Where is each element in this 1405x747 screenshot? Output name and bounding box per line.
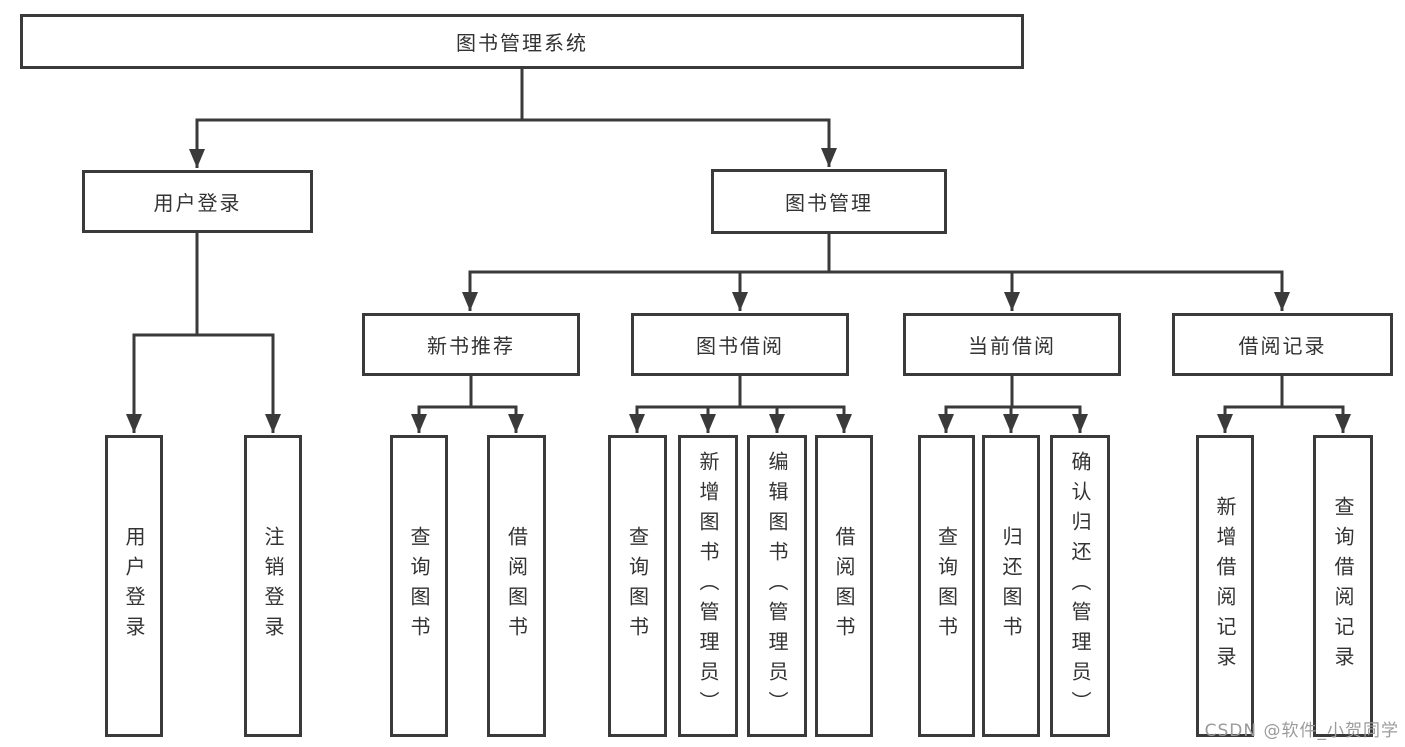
leaf-query-books-current: 查询图书 bbox=[918, 435, 975, 737]
leaf-user-login: 用户登录 bbox=[105, 435, 163, 737]
leaf-logout: 注销登录 bbox=[244, 435, 302, 737]
node-book-management: 图书管理 bbox=[711, 169, 947, 234]
leaf-return-books: 归还图书 bbox=[982, 435, 1040, 737]
leaf-add-borrow-record: 新增借阅记录 bbox=[1196, 435, 1254, 737]
leaf-edit-books-admin: 编辑图书（管理员） bbox=[747, 435, 807, 737]
node-book-borrowing: 图书借阅 bbox=[631, 313, 849, 376]
leaf-confirm-return-admin: 确认归还（管理员） bbox=[1050, 435, 1110, 737]
leaf-borrow-books: 借阅图书 bbox=[815, 435, 873, 737]
leaf-borrow-books-recommend: 借阅图书 bbox=[487, 435, 546, 737]
leaf-query-books-borrow: 查询图书 bbox=[608, 435, 667, 737]
node-current-borrowing: 当前借阅 bbox=[903, 313, 1121, 376]
node-user-login: 用户登录 bbox=[82, 170, 313, 233]
leaf-add-books-admin: 新增图书（管理员） bbox=[678, 435, 738, 737]
node-new-book-recommendation: 新书推荐 bbox=[362, 313, 580, 376]
leaf-query-books-recommend: 查询图书 bbox=[390, 435, 448, 737]
node-root-library-management-system: 图书管理系统 bbox=[20, 14, 1024, 69]
leaf-query-borrow-record: 查询借阅记录 bbox=[1313, 435, 1373, 737]
csdn-watermark: CSDN @软件_小贺同学 bbox=[1204, 721, 1399, 741]
node-borrowing-records: 借阅记录 bbox=[1172, 313, 1393, 376]
